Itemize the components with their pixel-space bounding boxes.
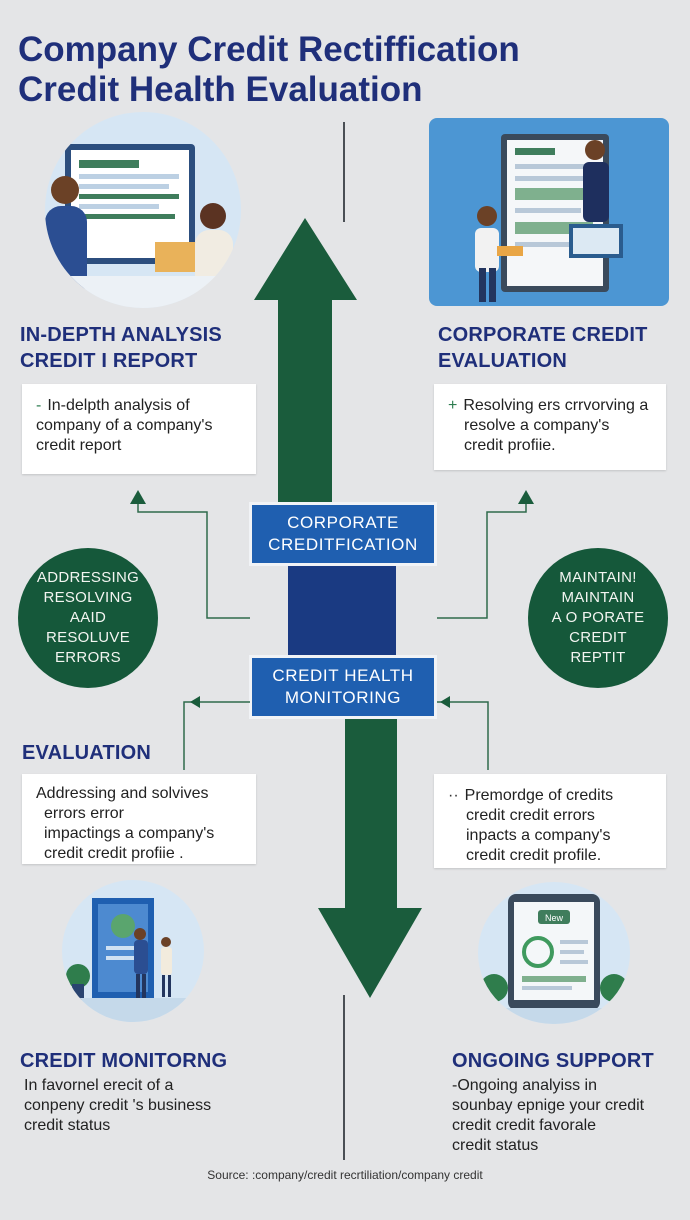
down-arrow-shape — [318, 718, 422, 998]
box-upper-line-1: CORPORATE — [287, 513, 399, 532]
maintain-credit-circle: MAINTAIN! MAINTAIN A O PORATE CREDIT REP… — [528, 548, 668, 688]
top-divider-line — [343, 122, 345, 222]
br-line-4: credit status — [452, 1137, 539, 1154]
tr-card-line-1: Resolving ers crrvorving a — [463, 397, 649, 414]
evaluation-card: Addressing and solvives errors error imp… — [22, 774, 256, 864]
ongoing-support-heading: ONGOING SUPPORT — [452, 1050, 654, 1072]
connector-bottom-left — [183, 701, 250, 770]
arrow-left-icon — [190, 696, 200, 708]
ml-card-line-4: credit credit profiie . — [44, 845, 184, 862]
mr-card-line-4: credit credit profile. — [466, 847, 602, 864]
mr-card-line-1: Premordge of credits — [464, 787, 614, 804]
arrow-up-left-icon — [130, 490, 146, 504]
mr-card-line-3: inpacts a company's — [466, 827, 611, 844]
evaluation-heading: EVALUATION — [22, 742, 152, 764]
br-line-3: credit credit favorale — [452, 1117, 597, 1134]
tablet-badge-label: New — [545, 913, 564, 923]
tl-heading-line-1: IN-DEPTH ANALYSIS — [20, 324, 222, 346]
people-analyzing-report-icon — [45, 112, 241, 308]
bullet-icon: ·· — [448, 787, 459, 804]
monitoring-illustration — [62, 880, 204, 1022]
right-circle-line-2: MAINTAIN — [561, 589, 635, 606]
bullet-icon: - — [36, 397, 42, 414]
ml-card-line-3: impactings a company's — [44, 825, 215, 842]
central-arrow-graphic — [254, 218, 422, 998]
mr-card-line-2: credit credit errors — [466, 807, 595, 824]
tr-heading-line-1: CORPORATE CREDIT — [438, 324, 648, 346]
left-circle-line-4: ERRORS — [55, 649, 121, 666]
corporate-creditfication-box: CORPORATE CREDITFICATION — [249, 502, 437, 566]
corporate-credit-evaluation-heading: CORPORATE CREDIT EVALUATION — [438, 322, 678, 374]
up-arrow-shape — [254, 218, 357, 510]
bl-line-2: conpeny credit 's business — [24, 1097, 212, 1114]
bottom-divider-line — [343, 995, 345, 1160]
box-lower-line-2: MONITORING — [284, 688, 402, 707]
in-depth-analysis-heading: IN-DEPTH ANALYSIS CREDIT I REPORT — [20, 322, 260, 374]
addressing-errors-circle: ADDRESSING RESOLVING AAID RESOLUVE ERROR… — [18, 548, 158, 688]
ml-card-line-1: Addressing and solvives — [36, 785, 209, 802]
arrow-up-right-icon — [518, 490, 534, 504]
credit-monitoring-heading: CREDIT MONITORNG — [20, 1050, 228, 1072]
center-navy-bar — [288, 560, 396, 655]
tablet-with-chart-icon: New — [478, 882, 630, 1024]
right-circle-line-4: CREDIT REPTIT — [569, 629, 627, 666]
consultants-with-report-icon — [429, 118, 669, 306]
credit-monitoring-text: In favornel erecit of a conpeny credit '… — [24, 1076, 284, 1136]
right-circle-line-3: A O PORATE — [551, 609, 645, 626]
tl-card-line-3: credit report — [36, 437, 122, 454]
connector-bottom-right — [437, 701, 489, 770]
arrow-left-right-side-icon — [440, 696, 450, 708]
page-title: Company Credit Rectiffication Credit Hea… — [18, 30, 678, 110]
analysis-illustration — [45, 112, 241, 308]
left-circle-line-2: RESOLVING — [43, 589, 133, 606]
left-circle-line-3: AAID RESOLUVE — [45, 609, 131, 646]
source-caption: Source: :company/credit recrtiliation/co… — [207, 1168, 483, 1182]
tr-card-line-2: resolve a company's — [464, 417, 610, 434]
tl-card-line-2: company of a company's — [36, 417, 213, 434]
credit-errors-card: ·· Premordge of credits credit credit err… — [434, 774, 666, 868]
presenter-with-board-icon — [62, 880, 204, 1022]
tr-heading-line-2: EVALUATION — [438, 350, 568, 372]
in-depth-analysis-card: -In-delpth analysis of company of a comp… — [22, 384, 256, 474]
corporate-credit-evaluation-card: + Resolving ers crrvorving a resolve a co… — [434, 384, 666, 470]
title-line-1: Company Credit Rectiffication — [18, 30, 520, 69]
br-line-1: -Ongoing analyiss in — [452, 1077, 597, 1094]
ml-card-line-2: errors error — [44, 805, 125, 822]
box-lower-line-1: CREDIT HEALTH — [272, 666, 414, 685]
tl-card-line-1: In-delpth analysis of — [47, 397, 190, 414]
box-upper-line-2: CREDITFICATION — [268, 535, 418, 554]
right-circle-line-1: MAINTAIN! — [559, 569, 637, 586]
left-circle-line-1: ADDRESSING — [36, 569, 140, 586]
bullet-icon: + — [448, 397, 458, 414]
ongoing-support-text: -Ongoing analyiss in sounbay epnige your… — [452, 1076, 682, 1156]
tl-heading-line-2: CREDIT I REPORT — [20, 350, 198, 372]
bl-line-3: credit status — [24, 1117, 111, 1134]
connector-top-right — [437, 498, 527, 619]
connector-top-left — [137, 498, 250, 619]
tr-card-line-3: credit profiie. — [464, 437, 556, 454]
evaluation-illustration — [429, 118, 669, 306]
title-line-2: Credit Health Evaluation — [18, 70, 423, 109]
br-line-2: sounbay epnige your credit — [452, 1097, 645, 1114]
connector-lines — [130, 490, 534, 770]
support-illustration: New — [478, 882, 630, 1024]
bl-line-1: In favornel erecit of a — [24, 1077, 174, 1094]
credit-health-monitoring-box: CREDIT HEALTH MONITORING — [249, 655, 437, 719]
